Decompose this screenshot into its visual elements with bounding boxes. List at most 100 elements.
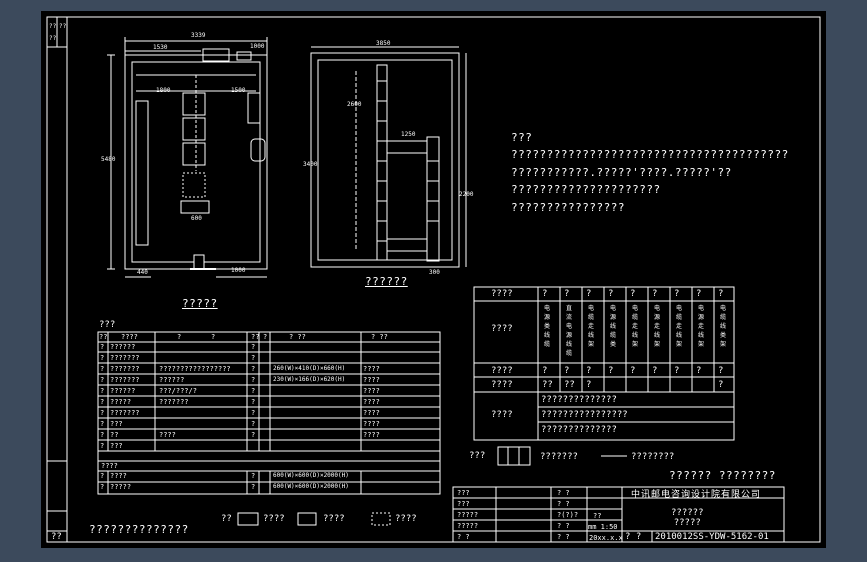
elev-dim-bridge: 1250	[401, 131, 416, 138]
matrix-note-label: ????	[491, 410, 513, 420]
corner-mark: ??	[51, 532, 62, 542]
matrix-header-cell: ?	[630, 289, 636, 299]
plan-dim-right: 1500	[231, 87, 246, 94]
eq-row-no: ?	[100, 442, 105, 450]
eq-row-note: ????	[363, 409, 380, 417]
equipment-table-caption: ???	[99, 320, 116, 330]
matrix-row4-label: ????	[491, 380, 513, 390]
eq-row2-unit: ?	[251, 472, 256, 480]
plan-dim-bottom-left: 440	[137, 269, 148, 276]
plan-dim-bottom-right: 1000	[231, 267, 246, 274]
eq-row-name: ??????	[110, 387, 136, 395]
elev-dim-height: 3400	[303, 161, 318, 168]
legend-box-3	[371, 512, 391, 526]
matrix-type-cell: 电 源 类 线 缆	[544, 305, 551, 348]
eq-row-unit: ?	[251, 387, 256, 395]
eq-row-unit: ?	[251, 365, 256, 373]
matrix-row3-cell: ?	[586, 366, 592, 376]
eq-row-size: 260(W)×410(D)×660(H)	[273, 365, 346, 372]
legend-box-1	[237, 512, 259, 526]
matrix-row4-cell: ?	[718, 380, 724, 390]
elev-dim-rail: 2200	[459, 191, 474, 198]
matrix-type-cell: 电 缆 走 线 架	[676, 305, 683, 348]
eq-header-b: ?	[211, 333, 216, 341]
eq-row-unit: ?	[251, 409, 256, 417]
matrix-header-cell: ?	[696, 289, 702, 299]
eq-row2-name: ????	[110, 472, 127, 480]
matrix-row3-cell: ?	[718, 366, 724, 376]
matrix-type-cell: 电 缆 走 线 架	[588, 305, 595, 348]
notes-line-3: ?????????????????????	[511, 183, 661, 196]
eq-row-model: ????	[159, 431, 176, 439]
notes-line-4: ????????????????	[511, 201, 625, 214]
eq-header-a: ?	[177, 333, 182, 341]
eq-header-e: ? ??	[289, 333, 306, 341]
plan-dim-left: 1530	[153, 44, 168, 51]
eq-row-name: ???????	[110, 376, 140, 384]
eq-section2: ????	[101, 462, 118, 470]
eq-row-note: ????	[363, 376, 380, 384]
matrix-type-cell: 电 源 走 线 架	[654, 305, 661, 348]
legend-label-4: ????	[395, 514, 417, 524]
matrix-row4-cell: ??	[542, 380, 553, 390]
drawing-number: 2010012SS-YDW-5162-01	[655, 532, 769, 542]
eq-row-name: ???????	[110, 365, 140, 373]
matrix-type-label: ????	[491, 324, 513, 334]
company-name: 中讯邮电咨询设计院有限公司	[631, 490, 762, 500]
scale-text: mm 1:50	[588, 523, 618, 531]
date-text: 20xx.x.x	[589, 534, 623, 542]
eq-row-note: ????	[363, 387, 380, 395]
matrix-row3-cell: ?	[542, 366, 548, 376]
side-mark-3: ??	[49, 35, 57, 42]
title-left-cell: ?????	[457, 511, 479, 519]
title-mid-cell: ? ?	[557, 533, 570, 541]
eq-row-unit: ?	[251, 420, 256, 428]
eq-row-no: ?	[100, 387, 105, 395]
matrix-row3-cell: ?	[674, 366, 680, 376]
eq-row-no: ?	[100, 398, 105, 406]
matrix-header-label: ????	[491, 289, 513, 299]
eq-row-note: ????	[363, 431, 380, 439]
drawing-sheet: ??? ????????????????????????????????????…	[41, 11, 826, 548]
eq-row-note: ????	[363, 420, 380, 428]
matrix-header-cell: ?	[652, 289, 658, 299]
eq-row2-no: ?	[100, 472, 105, 480]
eq-row-name: ??????	[110, 343, 136, 351]
eq-header-f: ? ??	[371, 333, 388, 341]
eq-row-model: ?????????????????	[159, 365, 231, 373]
eq-row-model: ???/???/?	[159, 387, 197, 395]
matrix-header-cell: ?	[542, 289, 548, 299]
notes-line-1: ???????????????????????????????????????	[511, 148, 789, 161]
title-left-cell: ???	[457, 489, 470, 497]
cable-tray-elevation	[310, 46, 467, 268]
eq-row-no: ?	[100, 431, 105, 439]
equipment-table-grid	[97, 331, 441, 495]
side-mark-2: ??	[59, 23, 67, 30]
matrix-type-cell: 电 缆 走 线 架	[632, 305, 639, 348]
matrix-row4-cell: ?	[586, 380, 592, 390]
notes-heading: ???	[511, 131, 533, 144]
cad-drawing	[46, 16, 821, 543]
matrix-header-cell: ?	[586, 289, 592, 299]
cable-matrix-grid	[473, 286, 735, 441]
drawing-name: ?????? ?????	[671, 508, 704, 528]
eq-row-unit: ?	[251, 376, 256, 384]
matrix-header-cell: ?	[608, 289, 614, 299]
matrix-row3-cell: ?	[696, 366, 702, 376]
eq-row-no: ?	[100, 354, 105, 362]
matrix-header-cell: ?	[674, 289, 680, 299]
eq-row-name: ???	[110, 442, 123, 450]
elev-dim-inner: 2600	[347, 101, 362, 108]
matrix-note-line: ??????????????	[541, 425, 617, 435]
title-mid-cell: ?(?)?	[557, 511, 579, 519]
eq-row-size: 230(W)×166(D)×620(H)	[273, 376, 346, 383]
matrix-row4-cell: ??	[564, 380, 575, 390]
eq-header-d: ?	[263, 333, 268, 341]
eq-header-name: ????	[121, 333, 138, 341]
eq-row-name: ?????	[110, 398, 132, 406]
eq-row2-size: 600(W)×600(D)×2000(H)	[273, 483, 349, 490]
tray-legend-text: ???????	[540, 452, 578, 462]
notes-line-2: ???????????.?????'????.?????'??	[511, 166, 732, 179]
eq-row2-unit: ?	[251, 483, 256, 491]
title-mid-cell: ? ?	[557, 500, 570, 508]
